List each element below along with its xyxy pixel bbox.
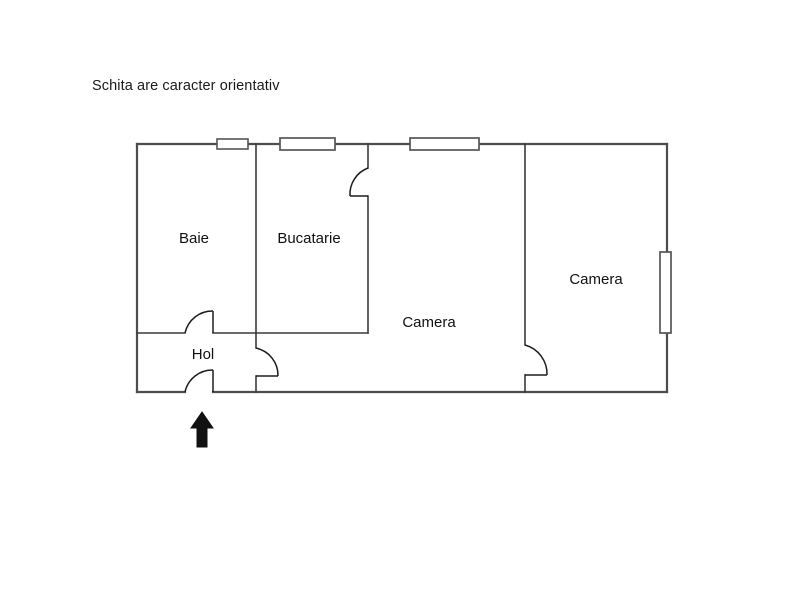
room-label-camera-left: Camera xyxy=(402,314,456,331)
door-hol-camera xyxy=(255,347,279,377)
window-camera-east xyxy=(659,251,672,334)
door-bucatarie-swing-arc xyxy=(349,167,369,197)
door-hol-camera-swing-arc xyxy=(255,347,279,377)
door-baie xyxy=(184,310,214,334)
room-label-baie: Baie xyxy=(179,230,209,247)
windows xyxy=(216,137,672,334)
room-labels: Baie Bucatarie Hol Camera Camera xyxy=(179,230,623,363)
window-camera-north xyxy=(409,137,480,151)
door-camera-right xyxy=(524,344,548,376)
door-camera-right-swing-arc xyxy=(524,344,548,376)
door-baie-swing-arc xyxy=(184,310,214,334)
outer-walls xyxy=(135,142,669,394)
window-bucatarie-north xyxy=(279,137,336,151)
door-bucatarie xyxy=(349,167,369,197)
entrance-arrow xyxy=(190,411,214,448)
interior-walls xyxy=(136,143,526,393)
room-label-bucatarie: Bucatarie xyxy=(277,230,340,247)
doors xyxy=(184,167,548,393)
door-hol-entrance-swing-arc xyxy=(184,369,214,393)
entrance-arrow-glyph xyxy=(190,411,214,448)
room-label-hol: Hol xyxy=(192,346,215,363)
window-baie-north xyxy=(216,138,249,150)
page-title: Schita are caracter orientativ xyxy=(92,78,280,94)
room-label-camera-right: Camera xyxy=(569,271,623,288)
door-hol-entrance xyxy=(184,369,214,393)
